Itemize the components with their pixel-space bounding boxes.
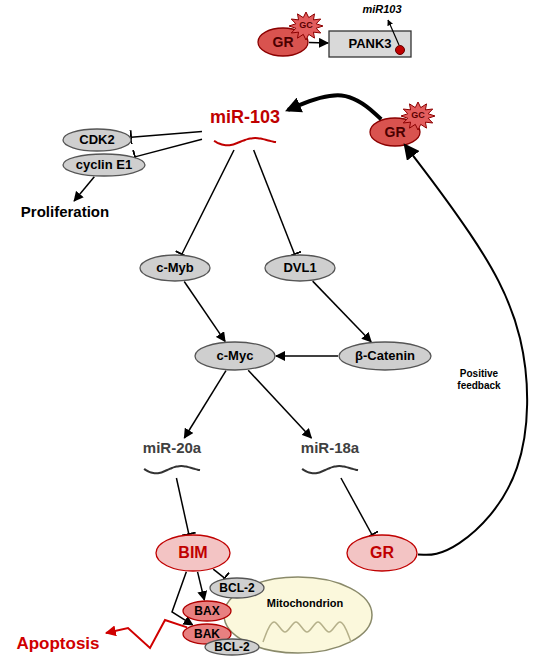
activation-arrow [276,355,338,357]
activation-arrow [248,370,311,438]
protein-ellipse: BAX [182,600,232,622]
protein-ellipse: cyclin E1 [62,153,146,177]
text-holder: miR-20a [132,438,212,478]
text-holder: GC [289,12,323,40]
text-holder: miR-103 [202,106,288,150]
inhibition-line [254,150,295,254]
ligand-starburst: GC [289,12,323,40]
node-text: GR [370,545,394,562]
protein-ellipse: BCL-2 [204,638,260,656]
protein-ellipse: c-Myc [194,341,276,371]
gene-box: PANK3 [328,30,412,58]
node-text: BIM [178,545,207,562]
text-holder: Apoptosis [10,632,106,656]
node-text: GR [273,35,294,50]
node-text: Proliferation [21,204,109,220]
text-holder: BAX [182,600,232,622]
protein-ellipse: BCL-2 [209,577,265,599]
mirna-label: miR-103 [202,106,288,150]
text-holder: GC [401,102,435,130]
gene-product-label: miR103 [352,3,412,15]
protein-ellipse: CDK2 [62,128,132,152]
activation-arrow [184,371,226,438]
node-text: c-Myc [217,349,254,363]
protein-ellipse: BIM [155,534,231,572]
mirna-label: miR-18a [290,438,370,478]
node-text: PANK3 [348,37,391,51]
node-text: c-Myb [156,261,194,275]
text-holder: CDK2 [62,128,132,152]
node-text: BAX [194,605,219,618]
text-holder: c-Myc [194,341,276,371]
node-text: cyclin E1 [76,158,132,172]
activation-arrow [288,95,381,119]
text-holder: BCL-2 [204,638,260,656]
text-holder: β-Catenin [338,341,432,371]
text-holder: GR [346,534,418,572]
activation-arrow [74,177,94,201]
text-holder: miR-18a [290,438,370,478]
inhibition-line [135,139,202,157]
inhibition-line [182,150,234,254]
node-text: GC [299,21,313,30]
node-text: miR-18a [301,440,359,456]
protein-ellipse: GR [346,534,418,572]
node-text: GC [411,111,425,120]
text-holder: PANK3 [328,30,412,58]
mirna-label: miR-20a [132,438,212,478]
outcome-label: Proliferation [13,201,117,223]
text-holder: BIM [155,534,231,572]
activation-arrow [309,42,328,44]
inhibition-line [131,131,202,137]
inhibition-line [176,478,188,534]
text-holder: c-Myb [139,254,211,282]
inhibition-line [213,569,224,578]
activation-arrow [106,620,187,648]
node-text: miR-20a [143,440,201,456]
node-text: miR-103 [210,108,280,127]
node-text: BAK [194,628,220,641]
activation-arrow [198,572,205,600]
protein-ellipse: DVL1 [264,254,336,282]
edge-label: Positive feedback [448,368,510,392]
ligand-starburst: GC [401,102,435,130]
activation-arrow [184,282,225,342]
text-holder: DVL1 [264,254,336,282]
protein-ellipse: β-Catenin [338,341,432,371]
node-text: DVL1 [283,261,316,275]
text-holder: BCL-2 [209,577,265,599]
node-text: BCL-2 [219,582,254,595]
node-text: β-Catenin [355,349,415,363]
node-text: CDK2 [79,133,114,147]
activation-arrow [313,281,371,342]
node-text: BCL-2 [214,641,249,654]
node-text: Apoptosis [16,635,99,653]
outcome-label: Apoptosis [10,632,106,656]
node-text: GR [385,125,406,140]
text-holder: Proliferation [13,201,117,223]
inhibition-line [341,478,372,535]
node-text: Mitochondrion [267,598,343,610]
text-holder: cyclin E1 [62,153,146,177]
protein-ellipse: c-Myb [139,254,211,282]
